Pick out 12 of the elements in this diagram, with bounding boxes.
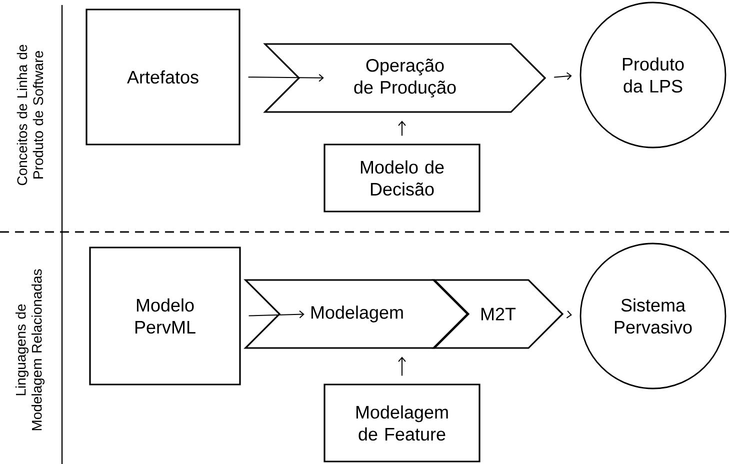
arrow: [566, 310, 572, 318]
arrow: [248, 74, 324, 82]
process-box: Modelagem de Feature: [324, 384, 480, 462]
arrow: [248, 310, 304, 318]
side-label: Linguagens de Modelagem Relacionadas: [15, 269, 45, 430]
process-box: Modelo PervML: [89, 246, 241, 386]
process-box: Modelo de Decisão: [324, 144, 480, 212]
arrow: [554, 72, 572, 80]
process-box: Artefatos: [86, 8, 240, 146]
side-label: Conceitos de Linha de Produto de Software: [16, 44, 44, 186]
arrow: [398, 356, 406, 376]
arrow: [398, 120, 406, 136]
